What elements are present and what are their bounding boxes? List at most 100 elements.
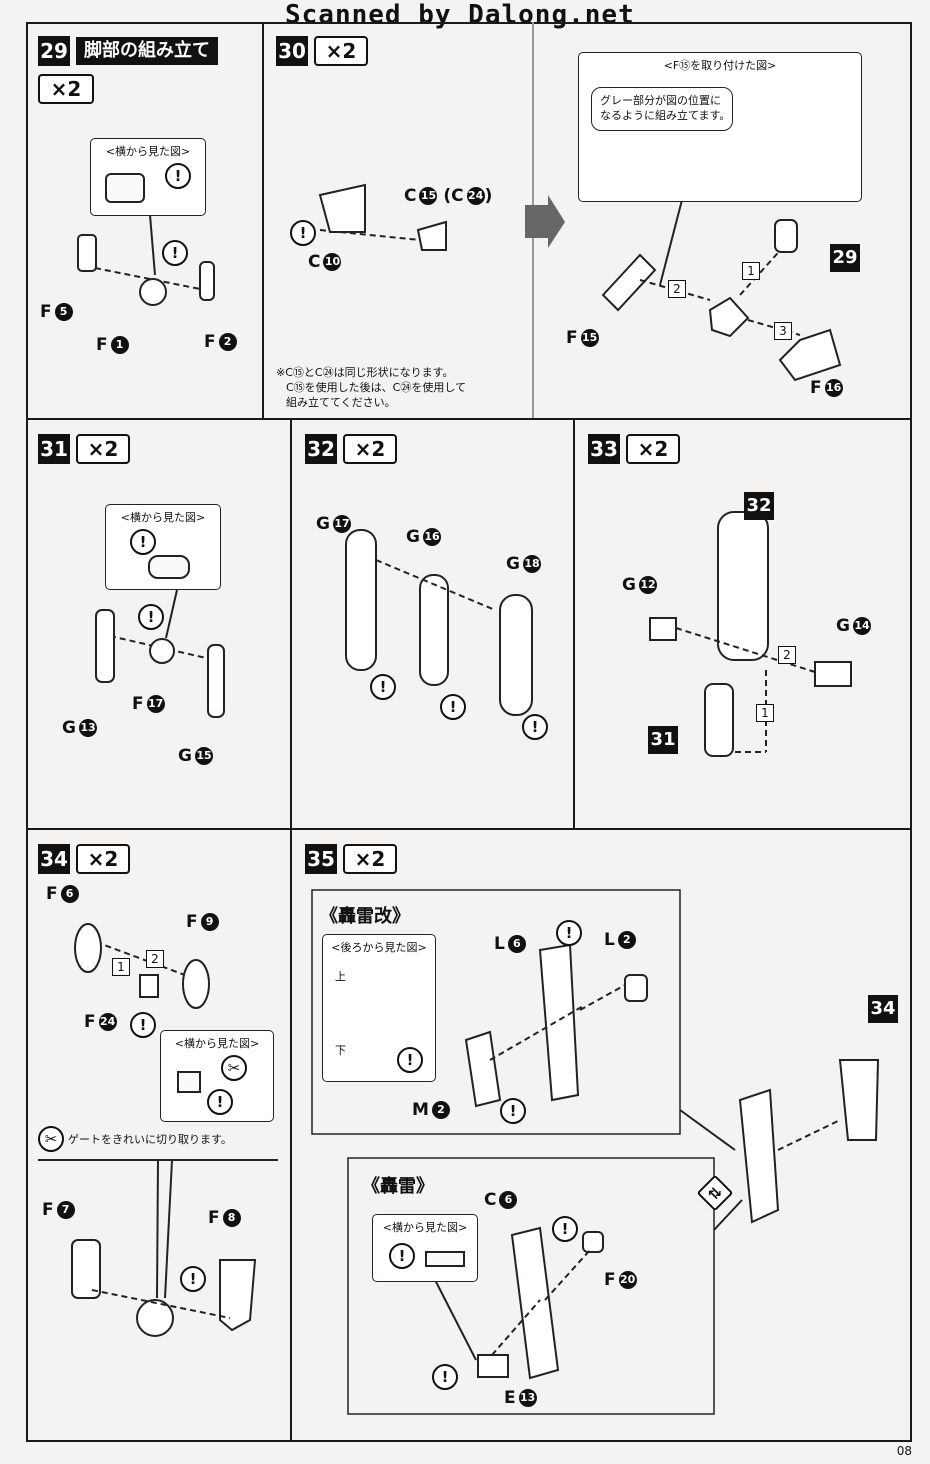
part-letter: G xyxy=(506,554,520,574)
note-line: 組み立ててください。 xyxy=(286,396,396,409)
part-letter: F xyxy=(604,1270,616,1290)
step-35-multiplier: ×2 xyxy=(343,844,397,874)
variant-a-title: 《轟雷改》 xyxy=(320,906,410,927)
step-32-reference: 32 xyxy=(744,492,774,520)
part-number: 24 xyxy=(98,1013,117,1031)
part-number: 2 xyxy=(218,333,237,351)
order-marker-1: 1 xyxy=(742,262,760,280)
part-number: 17 xyxy=(146,695,165,713)
warning-icon: ! xyxy=(556,920,582,946)
part-letter: G xyxy=(406,527,420,547)
divider xyxy=(262,22,264,420)
divider xyxy=(290,418,292,1442)
warning-icon: ! xyxy=(552,1216,578,1242)
part-letter: F xyxy=(208,1208,220,1228)
part-letter: L xyxy=(494,934,505,954)
divider xyxy=(26,418,912,420)
step-30-note: ※C⑮とC㉔は同じ形状になります。 C⑮を使用した後は、C㉔を使用して 組み立て… xyxy=(276,365,466,410)
part-letter: F xyxy=(810,378,822,398)
note-line: ※C⑮とC㉔は同じ形状になります。 xyxy=(276,366,454,379)
part-number: 13 xyxy=(518,1389,537,1407)
warning-icon: ! xyxy=(165,163,191,189)
part-side-view xyxy=(148,555,190,579)
warning-icon: ! xyxy=(180,1266,206,1292)
step-29-reference: 29 xyxy=(830,244,860,272)
gate-cut-icon: ✂ xyxy=(38,1126,64,1152)
part-number: 15 xyxy=(194,747,213,765)
part-number: 6 xyxy=(507,935,526,953)
callout-title: <F⑮を取り付けた図> xyxy=(663,59,777,72)
order-marker-2: 2 xyxy=(668,280,686,298)
step-34-multiplier: ×2 xyxy=(76,844,130,874)
part-number: 15 xyxy=(419,187,438,205)
part-number: 5 xyxy=(54,303,73,321)
step-31-side-view-callout: <横から見た図> ! xyxy=(105,504,221,590)
step-29-title: 脚部の組み立て xyxy=(76,37,218,65)
divider xyxy=(26,828,912,830)
warning-icon: ! xyxy=(440,694,466,720)
part-side-view xyxy=(425,1251,465,1267)
part-number: 8 xyxy=(222,1209,241,1227)
step-32-multiplier: ×2 xyxy=(343,434,397,464)
part-letter: F xyxy=(132,694,144,714)
warning-icon: ! xyxy=(522,714,548,740)
callout-title: <後ろから見た図> xyxy=(331,941,427,954)
callout-title: <横から見た図> xyxy=(174,1037,260,1050)
order-marker-1: 1 xyxy=(756,704,774,722)
step-35-rear-view-callout: <後ろから見た図> 上 下 ! xyxy=(322,934,436,1082)
order-marker-2: 2 xyxy=(778,646,796,664)
part-number: 2 xyxy=(617,931,636,949)
warning-icon: ! xyxy=(397,1047,423,1073)
step-30-attached-view-callout: <F⑮を取り付けた図> グレー部分が図の位置に なるように組み立てます。 xyxy=(578,52,862,202)
part-number: 16 xyxy=(824,379,843,397)
step-34-reference: 34 xyxy=(868,995,898,1023)
warning-icon: ! xyxy=(130,529,156,555)
part-letter: E xyxy=(504,1388,516,1408)
part-letter: L xyxy=(604,930,615,950)
part-side-view xyxy=(177,1071,201,1093)
step-34-side-view-callout: <横から見た図> ✂ ! xyxy=(160,1030,274,1122)
part-number: 16 xyxy=(422,528,441,546)
warning-icon: ! xyxy=(290,220,316,246)
part-letter: (C xyxy=(443,186,464,206)
warning-icon: ! xyxy=(370,674,396,700)
order-marker-2: 2 xyxy=(146,950,164,968)
step-35-side-view-callout: <横から見た図> ! xyxy=(372,1214,478,1282)
part-letter: F xyxy=(186,912,198,932)
part-side-view xyxy=(105,173,145,203)
part-letter: M xyxy=(412,1100,429,1120)
part-letter: F xyxy=(40,302,52,322)
step-29-number: 29 xyxy=(38,36,70,66)
gate-note: ゲートをきれいに切り取ります。 xyxy=(68,1133,232,1146)
part-number: 15 xyxy=(580,329,599,347)
page-number: 08 xyxy=(896,1444,912,1458)
part-letter: F xyxy=(566,328,578,348)
scanner-credit: Scanned by Dalong.net xyxy=(285,0,635,30)
part-number: 20 xyxy=(618,1271,637,1289)
bubble-line: グレー部分が図の位置に xyxy=(600,94,721,107)
divider xyxy=(573,418,575,830)
order-marker-3: 3 xyxy=(774,322,792,340)
manual-frame xyxy=(26,22,912,1442)
warning-icon: ! xyxy=(130,1012,156,1038)
part-letter: G xyxy=(622,575,636,595)
part-number: 9 xyxy=(200,913,219,931)
part-number: 24 xyxy=(466,187,485,205)
step-31-number: 31 xyxy=(38,434,70,464)
variant-b-title: 《轟雷》 xyxy=(362,1176,434,1197)
warning-icon: ! xyxy=(389,1243,415,1269)
